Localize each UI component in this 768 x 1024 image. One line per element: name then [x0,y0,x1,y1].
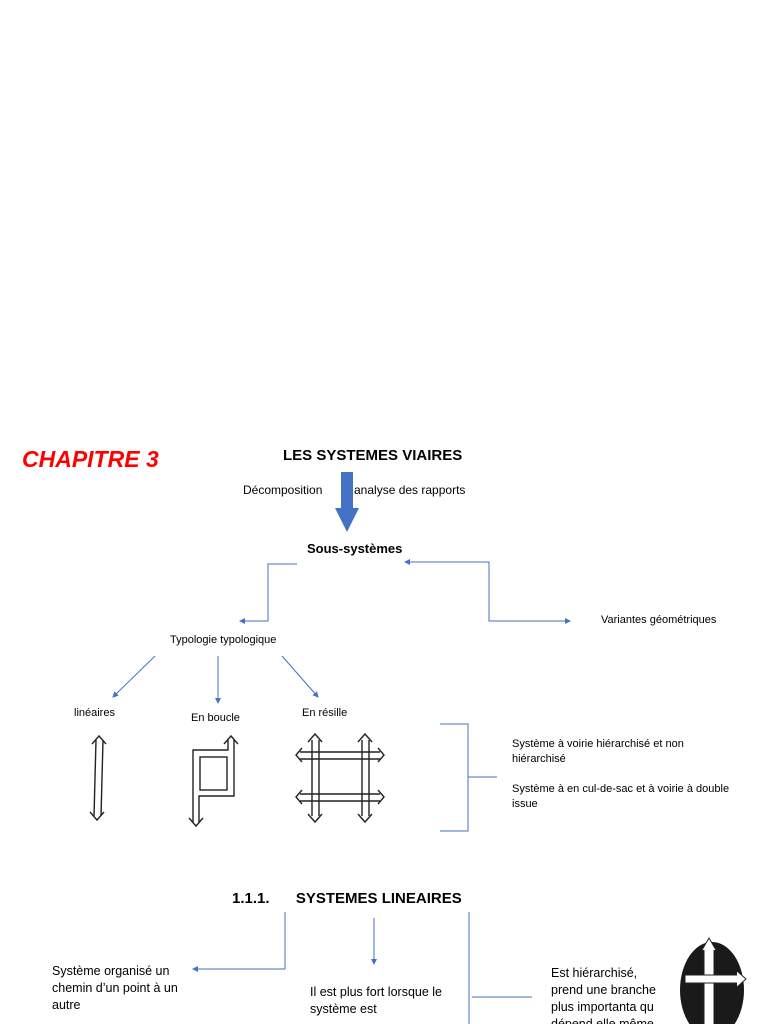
system-item-1: Système à voirie hiérarchisé et non hiér… [512,738,684,765]
chapter-title: CHAPITRE 3 [22,446,159,472]
brace-systems [440,723,497,832]
connector-variants [404,559,570,622]
down-arrow-icon [335,472,359,532]
system-item-2: Système à en cul-de-sac et à voirie à do… [512,783,730,810]
arrow-linear [112,655,156,698]
type-linear-label: linéaires [74,707,115,719]
connector-typology [239,563,297,624]
section-title: SYSTEMES LINEAIRES [295,890,462,907]
arrow-grid [281,655,319,698]
linear-system-sketch [89,734,107,822]
page-title: LES SYSTEMES VIAIRES [283,447,463,464]
section-heading: 1.1.1. SYSTEMES LINEAIRES [232,890,462,907]
flow-right-label: analyse des rapports [354,483,466,497]
variants-label: Variantes géométriques [601,614,717,626]
type-loop-label: En boucle [191,712,240,724]
flow-left-label: Décomposition [243,483,323,497]
loop-system-sketch [188,734,239,828]
note-right: Est hiérarchisé, prend une branche plus … [551,966,656,1024]
typology-label: Typologie typologique [170,634,277,646]
note-left: Système organisé un chemin d’un point à … [52,964,178,1012]
grid-system-sketch [295,732,385,824]
type-grid-label: En résille [302,707,348,719]
hierarchical-system-sketch [680,937,747,1024]
section-number: 1.1.1. [232,890,270,907]
subsystems-label: Sous-systèmes [307,541,403,556]
note-middle: Il est plus fort lorsque le système est [310,985,443,1016]
